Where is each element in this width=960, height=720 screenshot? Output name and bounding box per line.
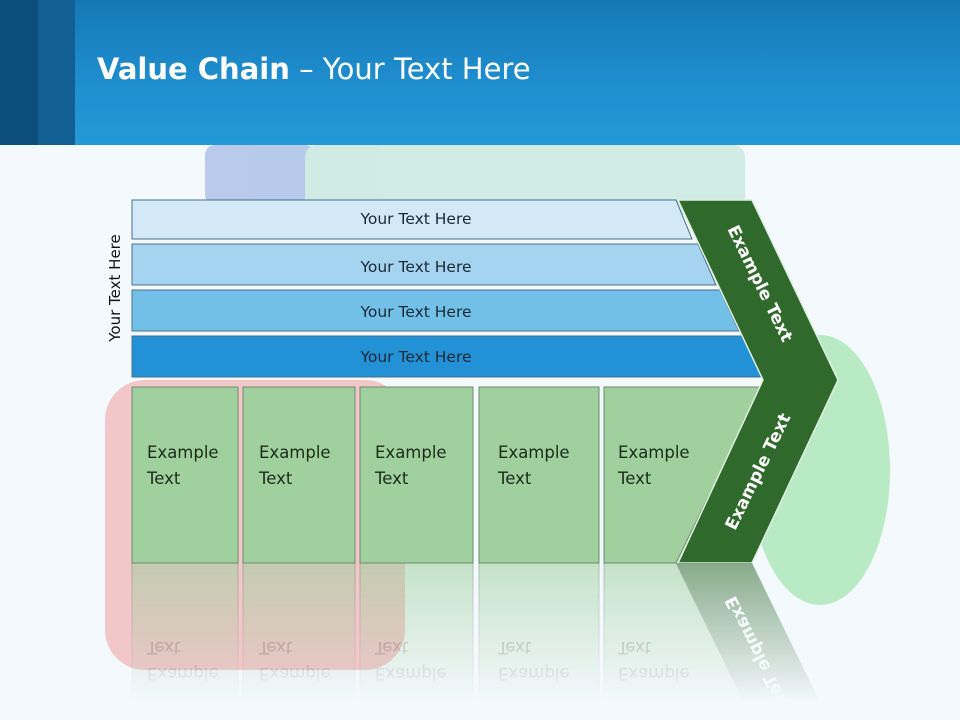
- header-accent-band: [38, 0, 75, 145]
- bar-4-label: Your Text Here: [359, 348, 471, 366]
- reflection-box-3-line2: Text: [374, 638, 409, 657]
- box-1-line1: Example: [147, 443, 219, 462]
- bg-block-teal: [305, 145, 745, 215]
- reflection-chevron: [676, 563, 829, 720]
- box-2-line2: Text: [258, 469, 293, 488]
- box-4-line1: Example: [498, 443, 570, 462]
- reflection-box-1-line1: Example: [147, 664, 219, 683]
- reflection-box-3: [359, 562, 474, 720]
- bar-1: [131, 199, 693, 240]
- reflection-box-1: [131, 562, 239, 720]
- reflection-box-4: [478, 562, 600, 720]
- box-1-line2: Text: [146, 469, 181, 488]
- slide-title-rest: – Your Text Here: [289, 52, 531, 86]
- bar-2-label: Your Text Here: [359, 258, 471, 276]
- box-2: [242, 386, 356, 564]
- box-row: Example Text Example Text Example Text E…: [131, 386, 763, 564]
- box-4-line2: Text: [497, 469, 532, 488]
- reflection-box-4-line2: Text: [497, 638, 532, 657]
- side-label: Your Text Here: [106, 234, 124, 342]
- bar-2: [131, 243, 717, 286]
- reflection-box-2-line1: Example: [259, 664, 331, 683]
- slide-title-bold: Value Chain: [97, 52, 290, 86]
- bar-3-label: Your Text Here: [359, 303, 471, 321]
- reflection-box-3-line1: Example: [375, 664, 447, 683]
- bar-stack: Your Text Here Your Text Here Your Text …: [131, 199, 763, 378]
- header-accent-band-dark: [0, 0, 38, 145]
- reflection-box-2-line2: Text: [258, 638, 293, 657]
- reflection-box-5-line1: Example: [618, 664, 690, 683]
- reflection-box-2: [242, 562, 356, 720]
- reflection-box-4-line1: Example: [498, 664, 570, 683]
- box-5-line1: Example: [618, 443, 690, 462]
- box-4: [478, 386, 600, 564]
- header-bar: Value Chain – Your Text Here: [0, 0, 960, 145]
- box-1: [131, 386, 239, 564]
- box-2-line1: Example: [259, 443, 331, 462]
- bar-3: [131, 289, 740, 332]
- box-3: [359, 386, 474, 564]
- box-3-line1: Example: [375, 443, 447, 462]
- reflection-box-1-line2: Text: [146, 638, 181, 657]
- box-3-line2: Text: [374, 469, 409, 488]
- slide-title: Value Chain – Your Text Here: [97, 52, 531, 86]
- box-5-line2: Text: [617, 469, 652, 488]
- bar-1-label: Your Text Here: [359, 210, 471, 228]
- bg-block-blue: [205, 145, 315, 205]
- diagram-reflection: Example Text Example Text Example Text E…: [131, 562, 829, 720]
- reflection-box-5-line2: Text: [617, 638, 652, 657]
